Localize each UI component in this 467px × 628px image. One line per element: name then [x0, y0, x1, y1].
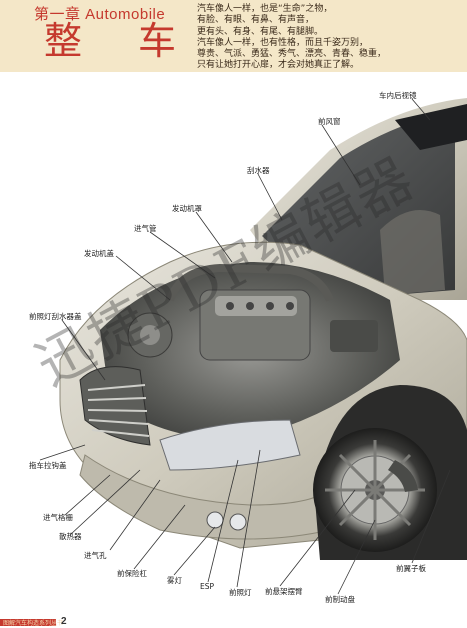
label-intake-pipe: 进气管: [134, 224, 157, 233]
intro-line: 只有让她打开心扉，才会对她真正了解。: [197, 60, 360, 71]
car-cutaway-illustration: [39, 98, 467, 595]
label-fog-lamp: 雾灯: [167, 576, 182, 585]
page-title: 整车: [44, 19, 233, 63]
intro-line: 更有头、有身、有尾、有腿脚。: [197, 26, 324, 37]
label-radiator: 散热器: [59, 532, 82, 541]
intro-line: 有脸、有眼、有鼻、有声音，: [197, 15, 315, 26]
headlamp-unit: [159, 419, 301, 471]
valve-cover: [215, 296, 297, 316]
intro-line: 汽车像人一样，也有性格，而且千姿万别，: [197, 37, 369, 48]
page-footer: 图解汽车构造系列丛书 2: [0, 616, 467, 628]
label-tow-hook-cover: 拖车拉钩盖: [29, 461, 67, 470]
page-number: 2: [61, 616, 67, 627]
label-headlamp-wiper-cover: 前照灯刮水器盖: [29, 312, 82, 321]
label-front-bumper: 前保险杠: [117, 569, 147, 578]
fog-lamp-right: [229, 513, 247, 531]
sunroof: [395, 104, 467, 150]
label-brake-disc: 前制动盘: [325, 595, 355, 604]
label-fender: 前翼子板: [396, 564, 426, 573]
intro-text: 汽车像人一样，也是“生命”之物， 有脸、有眼、有鼻、有声音， 更有头、有身、有尾…: [197, 4, 459, 72]
label-wiper: 刮水器: [247, 166, 270, 175]
label-headlamp: 前照灯: [229, 588, 252, 597]
fog-lamp-left: [206, 511, 224, 529]
label-esp: ESP: [200, 582, 215, 591]
label-grille: 进气格栅: [43, 513, 73, 522]
brake-caliper: [388, 460, 418, 492]
label-windshield: 前风窗: [318, 117, 341, 126]
label-rear-mirror: 车内后视镜: [379, 91, 417, 100]
footer-bar: [0, 619, 56, 626]
label-hood: 发动机盖: [84, 249, 114, 258]
series-name: 图解汽车构造系列丛书: [3, 620, 64, 627]
chapter-heading: 第一章 Automobile: [34, 6, 166, 23]
intro-line: 尊贵、气派、勇猛、秀气、漂亮、青春、稳重，: [197, 49, 387, 60]
label-air-inlet: 进气孔: [84, 551, 107, 560]
intake-manifold: [166, 263, 334, 302]
intro-line: 汽车像人一样，也是“生命”之物，: [197, 4, 333, 14]
label-engine-cover: 发动机罩: [172, 204, 202, 213]
battery: [330, 320, 378, 352]
seat: [380, 210, 445, 295]
chapter-header: 第一章 Automobile 整车 汽车像人一样，也是“生命”之物， 有脸、有眼…: [0, 0, 467, 72]
label-suspension-arm: 前悬架摆臂: [265, 587, 303, 596]
